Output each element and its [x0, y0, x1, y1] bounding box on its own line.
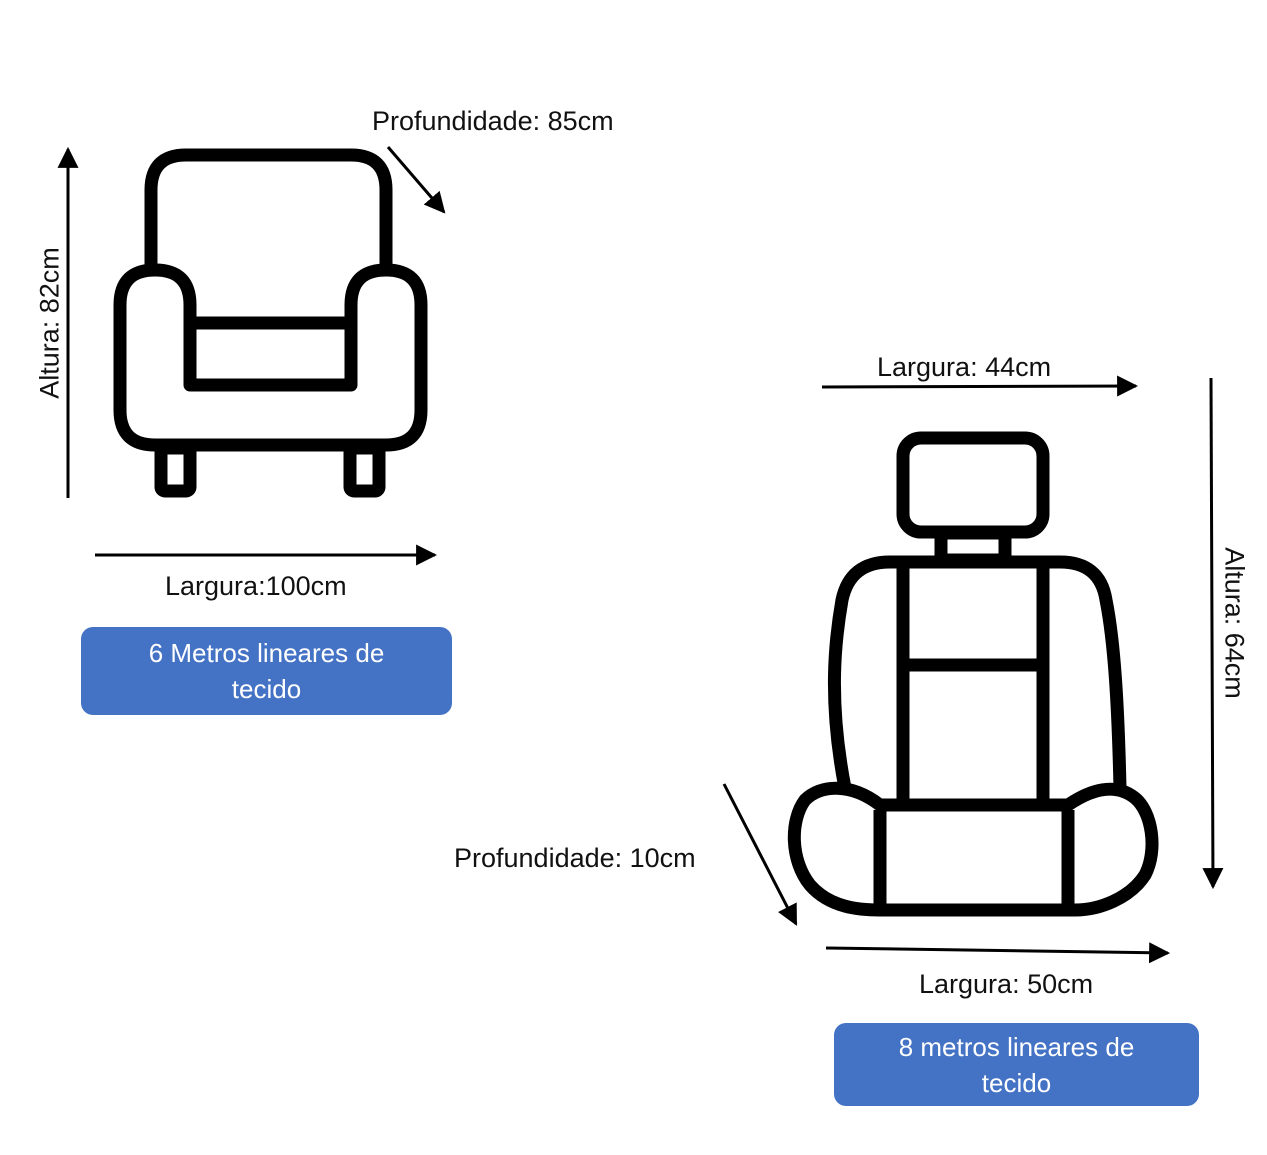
armchair-height-label: Altura: 82cm [34, 247, 65, 399]
seat-height-arrow [1202, 377, 1224, 890]
armchair-depth-arrow [386, 146, 446, 214]
armchair-width-label: Largura:100cm [165, 571, 347, 601]
seat-height-label: Altura: 64cm [1219, 547, 1250, 699]
seat-top-width-label: Largura: 44cm [877, 352, 1052, 382]
seat-bottom-width-label: Largura: 50cm [919, 969, 1094, 999]
armchair-icon [113, 148, 428, 498]
armchair-depth-label: Profundidade: 85cm [372, 106, 614, 136]
car-seat-icon [787, 431, 1159, 917]
seat-fabric-line2: tecido [981, 1067, 1052, 1098]
seat-bottom-width-arrow [825, 942, 1171, 964]
armchair-fabric-line2: tecido [231, 674, 302, 704]
seat-top-width-arrow [821, 375, 1139, 397]
seat-depth-label: Profundidade: 10cm [454, 843, 696, 873]
armchair-fabric-badge: 6 Metros lineares de tecido [81, 627, 452, 715]
seat-fabric-line1: 8 metros lineares de [898, 1031, 1135, 1062]
seat-depth-arrow [722, 783, 798, 926]
armchair-fabric-line1: 6 Metros lineares de [148, 638, 385, 668]
seat-fabric-badge: 8 metros lineares de tecido [834, 1023, 1199, 1106]
